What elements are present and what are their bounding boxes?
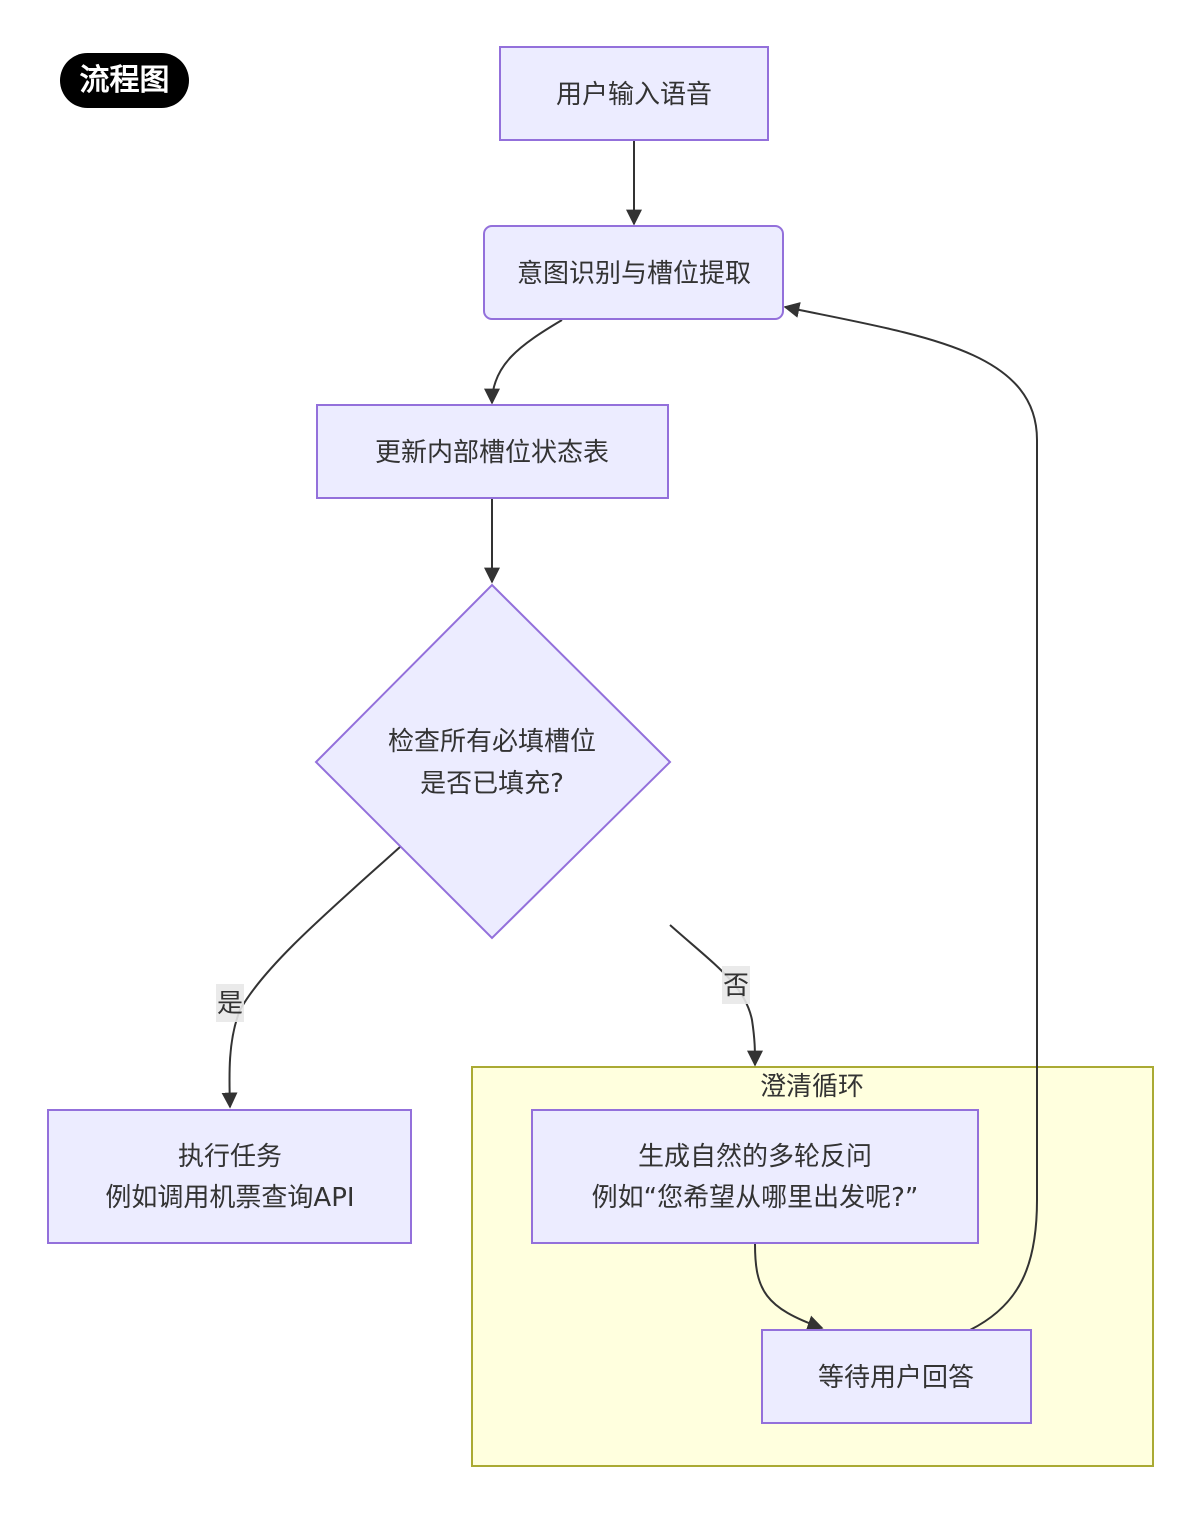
edge-check-to-execute [221, 846, 401, 1109]
node-wait-user-answer-label: 等待用户回答 [818, 1363, 974, 1393]
node-generate-question-line2: 例如“您希望从哪里出发呢?” [592, 1183, 919, 1213]
edge-label-yes: 是 [216, 984, 244, 1022]
edge-question-to-wait [754, 1243, 824, 1331]
node-execute-task-line2: 例如调用机票查询API [105, 1183, 354, 1213]
edge-intent-to-update [484, 319, 563, 405]
node-intent-slot-extraction: 意图识别与槽位提取 [483, 225, 784, 320]
node-wait-user-answer: 等待用户回答 [761, 1329, 1032, 1424]
cluster-title: 澄清循环 [760, 1072, 864, 1102]
decision-check-slots-line1: 检查所有必填槽位 [388, 727, 596, 757]
node-intent-slot-extraction-label: 意图识别与槽位提取 [517, 259, 751, 289]
decision-check-slots-line2: 是否已填充? [420, 769, 564, 799]
node-generate-question: 生成自然的多轮反问 例如“您希望从哪里出发呢?” [531, 1109, 979, 1244]
edge-label-yes-text: 是 [217, 989, 243, 1019]
edge-label-no: 否 [722, 966, 750, 1004]
node-execute-task-line1: 执行任务 [178, 1142, 282, 1172]
edges [221, 140, 1038, 1331]
decision-check-slots: 检查所有必填槽位 是否已填充? [314, 583, 672, 940]
node-update-slot-state: 更新内部槽位状态表 [316, 404, 669, 499]
edge-wait-to-intent [783, 302, 1038, 1331]
node-user-voice-input-label: 用户输入语音 [556, 80, 712, 110]
node-generate-question-line1: 生成自然的多轮反问 [638, 1142, 872, 1172]
edge-label-no-text: 否 [723, 971, 749, 1001]
node-user-voice-input: 用户输入语音 [499, 46, 769, 141]
node-execute-task: 执行任务 例如调用机票查询API [47, 1109, 412, 1244]
diagram-type-badge: 流程图 [60, 53, 189, 108]
edge-check-to-question [669, 924, 763, 1067]
node-update-slot-state-label: 更新内部槽位状态表 [375, 438, 609, 468]
